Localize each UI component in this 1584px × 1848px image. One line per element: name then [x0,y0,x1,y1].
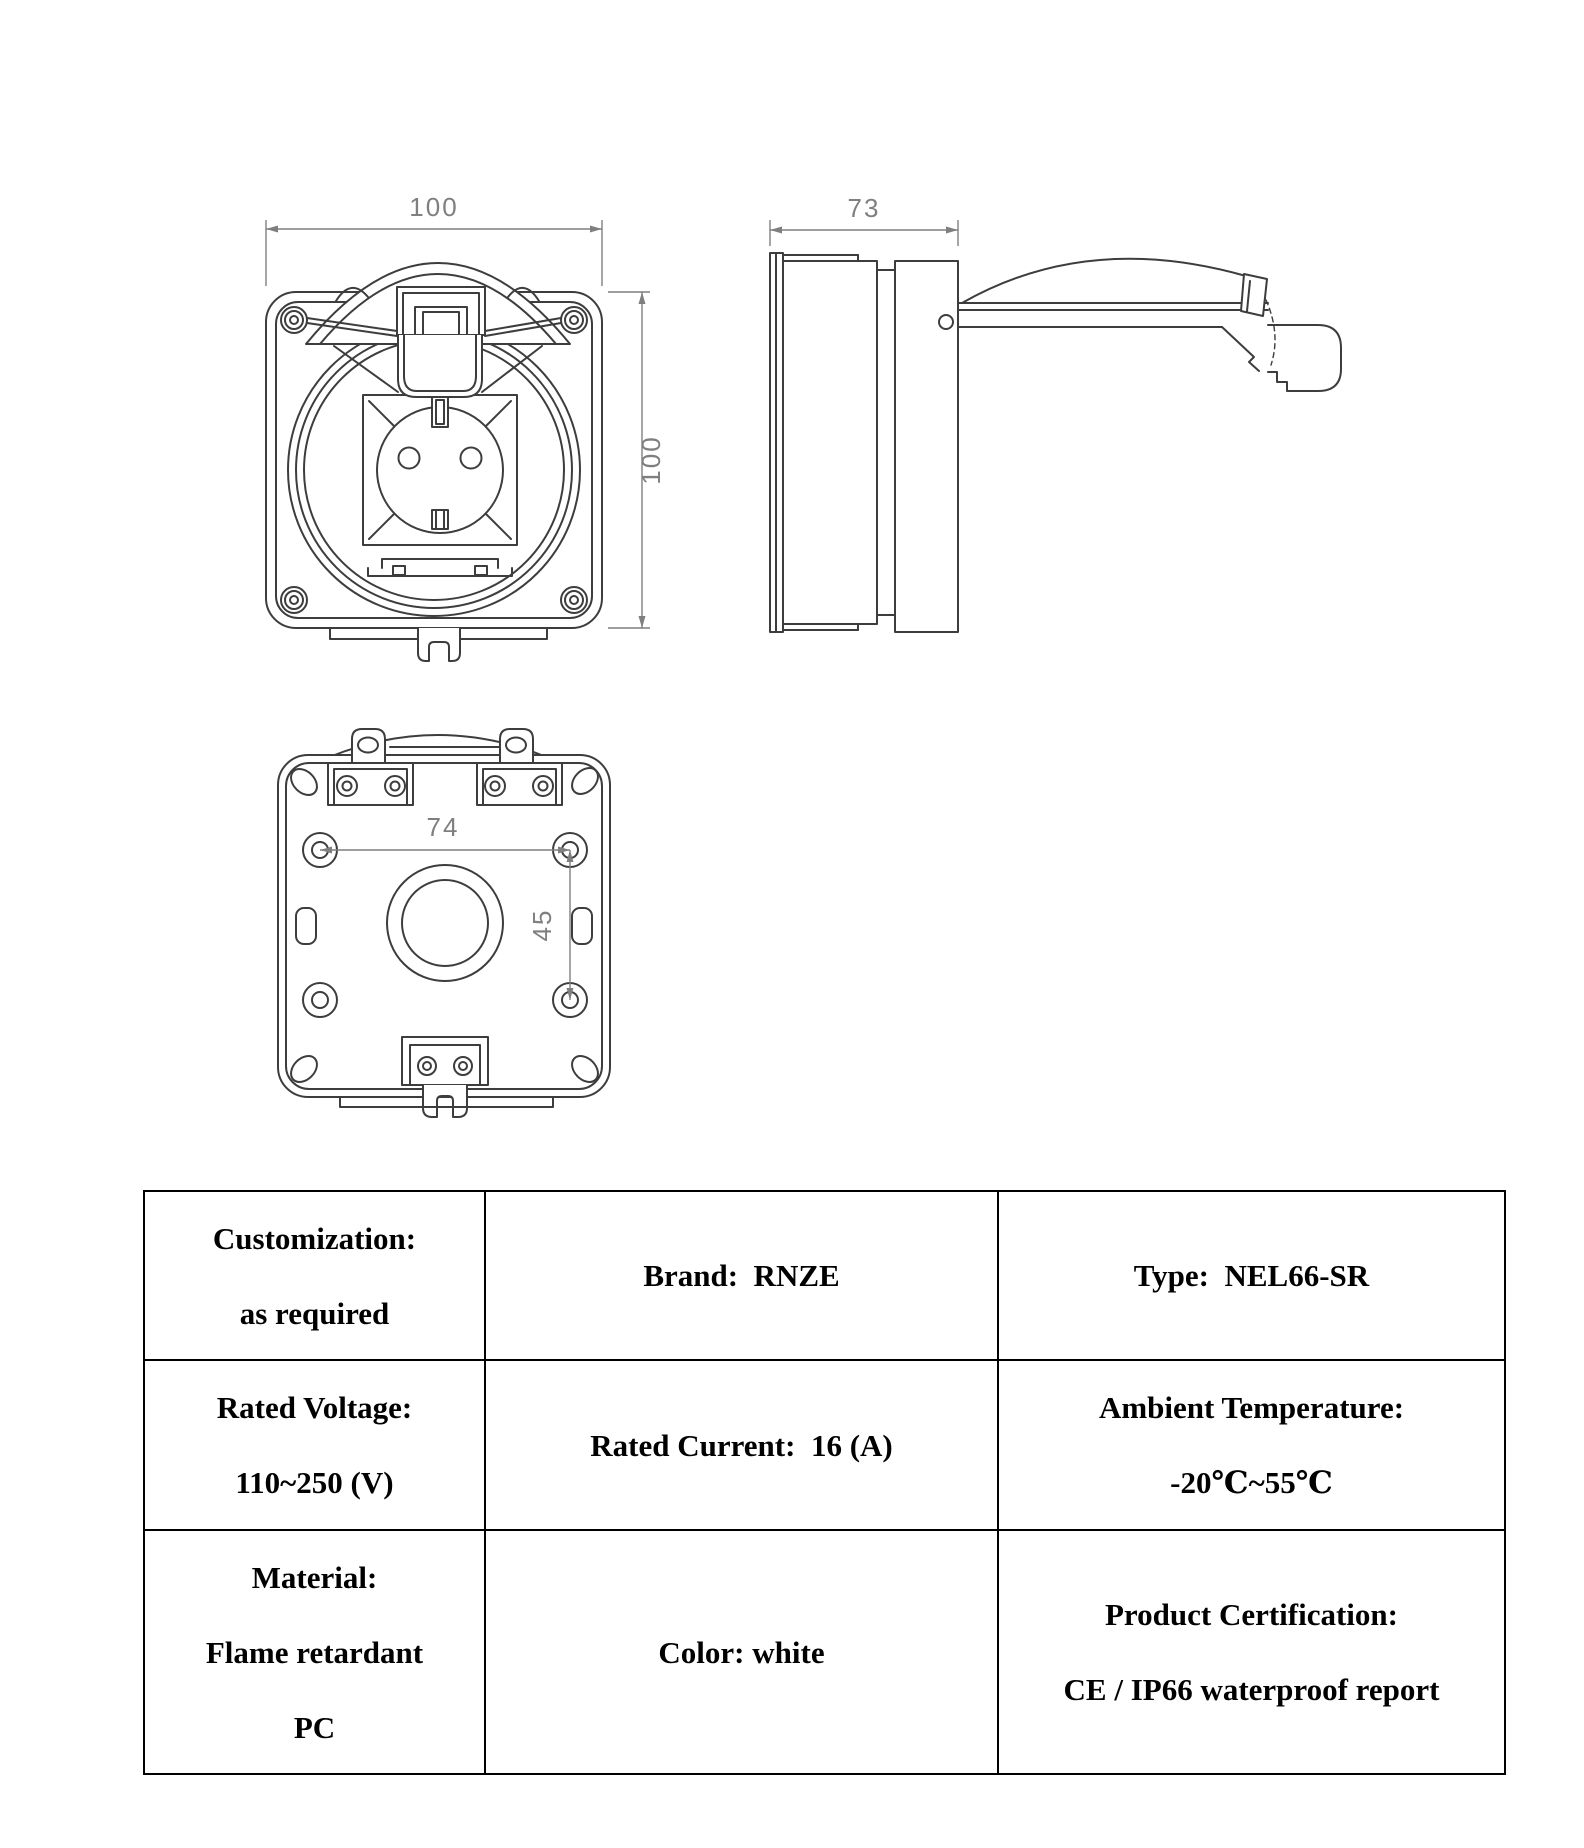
spec-cell-brand: Brand: RNZE [484,1192,997,1359]
spec-text-line: Brand: RNZE [643,1258,840,1293]
side-slot [295,907,593,945]
corner-screw [560,586,588,614]
hinge-tab [499,728,534,764]
open-lid-profile [957,257,1276,372]
spec-cell-rated-current: Rated Current: 16 (A) [484,1359,997,1529]
spec-text-line: Rated Current: 16 (A) [590,1427,893,1463]
shutter-bar [367,558,513,577]
dimension-label-hole-spacing-v: 45 [527,909,557,942]
spec-cell-product-certification: Product Certification: CE / IP66 waterpr… [997,1529,1504,1773]
gasket-rails [306,317,562,337]
bottom-bracket [339,1036,554,1118]
spec-text-line: Material: [251,1559,378,1595]
side-dimensions [769,220,959,246]
front-dimensions [265,220,650,629]
spec-cell-type: Type: NEL66-SR [997,1192,1504,1359]
spec-text-line: Rated Voltage: [216,1390,413,1425]
corner-screw [280,306,308,334]
spec-text-line: Flame retardant [205,1634,424,1670]
spec-text-line: Customization: [212,1220,417,1256]
spec-text-line: Ambient Temperature: [1098,1390,1405,1425]
dimension-label-hole-spacing-h: 74 [427,812,460,842]
dimension-label-width: 100 [409,192,458,222]
spec-text-line: Product Certification: [1105,1597,1398,1632]
pin-hole-left [397,446,421,470]
spec-cell-material: Material: Flame retardant PC [145,1529,484,1773]
back-dimensions [320,849,571,1000]
spec-cell-ambient-temperature: Ambient Temperature: -20℃~55℃ [997,1359,1504,1529]
spec-cell-color: Color: white [484,1529,997,1773]
hinge-bracket [327,762,414,806]
pin-hole-right [459,446,483,470]
corner-screw [560,306,588,334]
lid-latch-hook [1267,324,1342,392]
corner-screw [280,586,308,614]
earth-clip-top [431,396,449,428]
bottom-mount-tab [329,627,548,662]
screw-hole [938,314,954,330]
earth-clip-bottom [431,509,449,530]
spec-cell-customization: Customization: as required [145,1192,484,1359]
hinge-latch [396,286,486,428]
spec-text-line: PC [293,1709,336,1745]
spec-text-line: as required [239,1295,390,1331]
back-view-drawing: 74 45 [277,728,611,1118]
spec-table: Customization: as required Brand: RNZE T… [143,1190,1506,1775]
hinge-tab [351,728,386,764]
spec-text-line: 110~250 (V) [235,1465,394,1500]
dimension-label-depth: 73 [848,193,881,223]
front-view-drawing: 100 100 [265,192,666,662]
dimension-label-height: 100 [636,435,666,484]
spec-text-line: -20℃~55℃ [1170,1465,1333,1500]
enclosure-body [769,252,959,633]
spec-text-line: CE / IP66 waterproof report [1063,1672,1440,1707]
corner-hole [290,767,599,1083]
spec-cell-rated-voltage: Rated Voltage: 110~250 (V) [145,1359,484,1529]
cable-entry-hole [386,864,504,982]
spec-text-line: Type: NEL66-SR [1133,1258,1370,1293]
hinge-bracket [476,762,563,806]
spec-text-line: Color: white [658,1634,825,1670]
side-view-drawing: 73 [769,193,1342,633]
